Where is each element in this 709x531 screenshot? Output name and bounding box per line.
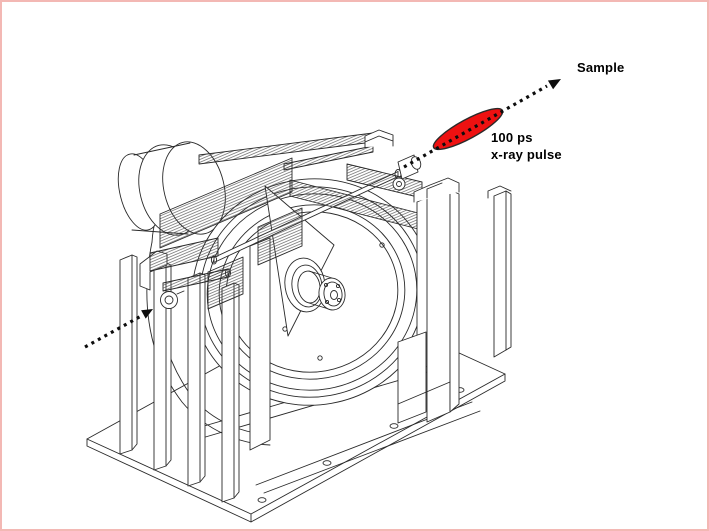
incoming-beam-arrowhead-icon [141,309,153,319]
exit-port [364,129,422,191]
support-posts [397,177,512,424]
outgoing-beam-arrowhead-icon [547,79,561,90]
pulse-duration-text: 100 ps [491,130,533,145]
shield-fins [119,237,271,503]
entry-port [139,237,244,310]
cut-plane-hatching [159,132,423,266]
xray-pulse-label: 100 ps x-ray pulse [491,130,562,163]
sample-label: Sample [577,60,625,75]
beam-path [84,79,561,349]
outgoing-beam-dotted-line [403,84,548,169]
pulse-type-text: x-ray pulse [491,146,562,162]
wheel-hub [284,257,346,313]
